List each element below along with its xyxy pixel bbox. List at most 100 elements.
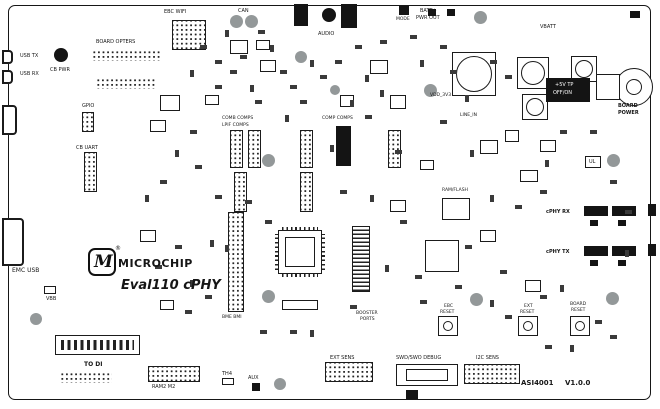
- passive-component: [340, 190, 347, 194]
- passive-component: [225, 30, 229, 37]
- ic-chip: [205, 95, 219, 105]
- passive-component: [175, 150, 179, 157]
- ic-chip: [480, 230, 496, 242]
- passive-component: [455, 285, 462, 289]
- silkscreen-label: USB TX: [20, 53, 39, 59]
- passive-component: [185, 310, 192, 314]
- passive-component: [440, 120, 447, 124]
- passive-component: [465, 95, 469, 102]
- silkscreen-label: BME BMI: [222, 315, 242, 320]
- passive-component: [515, 205, 522, 209]
- pin-header: [300, 172, 313, 212]
- pin-header: [388, 130, 401, 168]
- capacitor-disc: [456, 56, 492, 92]
- passive-component: [440, 45, 447, 49]
- smd-connector: [399, 6, 409, 15]
- passive-component: [450, 70, 457, 74]
- pad-row: [61, 340, 134, 350]
- passive-component: [190, 70, 194, 77]
- phy-ic: [425, 240, 459, 272]
- smd-connector: [252, 383, 260, 391]
- test-pads: [282, 300, 318, 310]
- smd-connector: [406, 390, 418, 399]
- passive-component: [415, 275, 422, 279]
- audio-jack: [322, 8, 336, 22]
- shrouded-connector: [336, 126, 351, 166]
- silkscreen-label: CAN: [238, 8, 249, 14]
- ext-reset-button: [518, 316, 538, 336]
- qfp-pins: [282, 227, 318, 231]
- silkscreen-label: EXT SENS: [330, 355, 355, 361]
- electrolytic-capacitor: [452, 52, 496, 96]
- silkscreen-label: SWD/SWO DEBUG: [396, 355, 442, 361]
- passive-component: [310, 60, 314, 67]
- passive-component: [400, 220, 407, 224]
- passive-component: [380, 40, 387, 44]
- passive-component: [490, 300, 494, 307]
- pin-header: [148, 366, 200, 382]
- silkscreen-label: AUX: [248, 375, 259, 381]
- silkscreen-label: I2C SENS: [476, 355, 499, 361]
- passive-component: [490, 60, 497, 64]
- via-hole: [274, 378, 286, 390]
- connector-key: [406, 369, 448, 381]
- button-cap: [575, 321, 585, 331]
- passive-component: [245, 200, 252, 204]
- ic-chip: [540, 140, 556, 152]
- via-hole: [470, 293, 483, 306]
- silkscreen-label: LPIF COMPS: [222, 123, 249, 128]
- passive-component: [560, 130, 567, 134]
- silkscreen-label: BOARD: [570, 302, 587, 307]
- passive-component: [290, 330, 297, 334]
- silkscreen-label: PWR OUT: [416, 15, 440, 21]
- passive-component: [190, 130, 197, 134]
- silkscreen-label: COMB COMPS: [222, 116, 254, 121]
- passive-component: [335, 60, 342, 64]
- ram-flash-ic: [442, 198, 470, 220]
- silkscreen-label: TO DI: [84, 361, 103, 368]
- ic-chip: [520, 170, 538, 182]
- passive-component: [330, 145, 334, 152]
- ic-chip: [160, 95, 180, 111]
- passive-component: [258, 30, 265, 34]
- ic-chip: [525, 280, 541, 292]
- silkscreen-label: BOARD: [618, 103, 638, 109]
- qfp-pins: [282, 273, 318, 277]
- ic-chip: [390, 200, 406, 212]
- board-title: Eval110 cPHY: [121, 278, 221, 293]
- ebc-reset-button: [438, 316, 458, 336]
- passive-component: [290, 85, 297, 89]
- passive-component: [500, 270, 507, 274]
- pin-strip: [60, 372, 112, 383]
- passive-component: [240, 55, 247, 59]
- silkscreen-label: VDD_3V3: [430, 93, 452, 98]
- emc-usb-connector: [2, 218, 24, 266]
- silkscreen-label: LINE_IN: [460, 113, 477, 118]
- passive-component: [215, 85, 222, 89]
- microchip-logo: M®: [88, 245, 121, 276]
- to-di-connector: [55, 335, 140, 355]
- silkscreen-label: cPHY TX: [546, 249, 570, 255]
- audio-jack-connector: [294, 4, 308, 26]
- passive-component: [625, 250, 629, 257]
- silkscreen-label: UL: [589, 159, 596, 165]
- ul-mark-box: [585, 156, 601, 168]
- passive-component: [215, 60, 222, 64]
- passive-component: [155, 265, 162, 269]
- bme-bmi-header: [228, 212, 244, 312]
- silkscreen-label: RESET: [440, 310, 455, 315]
- passive-component: [540, 295, 547, 299]
- qfp-pins: [321, 234, 325, 270]
- power-switch-label: +5V TP: [555, 82, 574, 88]
- board-options-pins: [96, 78, 156, 89]
- ic-chip: [505, 130, 519, 142]
- silkscreen-label: RAM/FLASH: [442, 188, 468, 193]
- ic-chip: [420, 160, 434, 170]
- cb-pwr-capacitor: [54, 48, 68, 62]
- button-cap: [443, 321, 453, 331]
- passive-component: [280, 70, 287, 74]
- electrolytic-capacitor: [522, 94, 548, 120]
- wifi-module: [172, 20, 206, 50]
